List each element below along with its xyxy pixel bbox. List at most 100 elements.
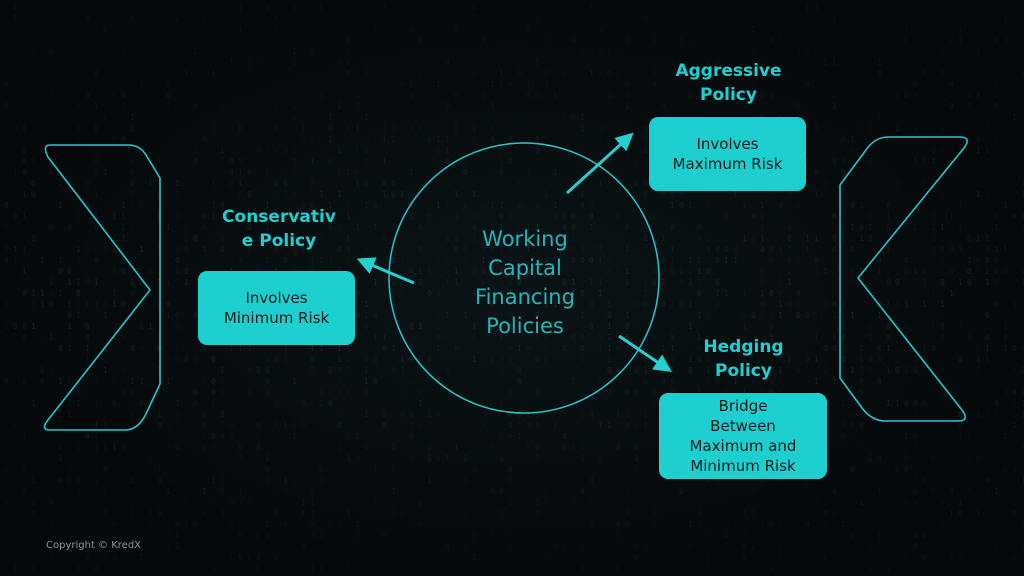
svg-text:1: 1 xyxy=(958,278,963,287)
svg-text:1: 1 xyxy=(652,245,657,254)
svg-text:0: 0 xyxy=(139,201,144,210)
svg-text:0: 0 xyxy=(67,267,72,276)
svg-text:1: 1 xyxy=(256,58,261,67)
svg-text:0: 0 xyxy=(265,388,270,397)
svg-text:0: 0 xyxy=(418,223,423,232)
svg-text:0: 0 xyxy=(598,124,603,133)
svg-text:1: 1 xyxy=(112,267,117,276)
svg-text:0: 0 xyxy=(454,91,459,100)
hedging-policy-box: Bridge Between Maximum and Minimum Risk xyxy=(659,393,827,479)
svg-text:1: 1 xyxy=(580,542,585,551)
svg-text:0: 0 xyxy=(571,256,576,265)
svg-text:0: 0 xyxy=(337,223,342,232)
svg-text:1: 1 xyxy=(85,344,90,353)
svg-text:1: 1 xyxy=(553,421,558,430)
svg-text:0: 0 xyxy=(94,564,99,573)
svg-text:1: 1 xyxy=(670,256,675,265)
svg-text:1: 1 xyxy=(391,443,396,452)
svg-text:0: 0 xyxy=(445,542,450,551)
svg-text:1: 1 xyxy=(688,322,693,331)
svg-text:1: 1 xyxy=(598,245,603,254)
svg-text:1: 1 xyxy=(319,564,324,573)
svg-text:0: 0 xyxy=(310,179,315,188)
svg-text:1: 1 xyxy=(301,124,306,133)
svg-text:0: 0 xyxy=(472,223,477,232)
svg-text:0: 0 xyxy=(913,80,918,89)
svg-text:0: 0 xyxy=(841,322,846,331)
svg-text:0: 0 xyxy=(535,388,540,397)
svg-text:0: 0 xyxy=(76,124,81,133)
svg-text:0: 0 xyxy=(796,289,801,298)
svg-text:1: 1 xyxy=(841,234,846,243)
svg-text:1: 1 xyxy=(742,388,747,397)
svg-text:1: 1 xyxy=(643,234,648,243)
svg-text:0: 0 xyxy=(103,465,108,474)
svg-text:1: 1 xyxy=(751,25,756,34)
svg-text:1: 1 xyxy=(877,531,882,540)
svg-text:0: 0 xyxy=(373,311,378,320)
svg-text:0: 0 xyxy=(445,58,450,67)
svg-text:0: 0 xyxy=(346,3,351,12)
svg-text:0: 0 xyxy=(751,311,756,320)
svg-text:0: 0 xyxy=(742,542,747,551)
svg-text:1: 1 xyxy=(832,91,837,100)
svg-text:1: 1 xyxy=(400,256,405,265)
svg-text:1: 1 xyxy=(454,443,459,452)
svg-text:1: 1 xyxy=(841,421,846,430)
svg-text:0: 0 xyxy=(220,245,225,254)
svg-text:0: 0 xyxy=(4,80,9,89)
svg-text:0: 0 xyxy=(571,498,576,507)
svg-text:1: 1 xyxy=(697,388,702,397)
svg-text:1: 1 xyxy=(859,355,864,364)
svg-text:1: 1 xyxy=(976,47,981,56)
svg-text:1: 1 xyxy=(535,289,540,298)
svg-text:0: 0 xyxy=(445,102,450,111)
svg-text:1: 1 xyxy=(94,432,99,441)
svg-text:1: 1 xyxy=(1003,333,1008,342)
svg-text:0: 0 xyxy=(913,91,918,100)
svg-text:0: 0 xyxy=(229,476,234,485)
svg-text:1: 1 xyxy=(292,476,297,485)
svg-text:0: 0 xyxy=(1012,553,1017,562)
svg-text:1: 1 xyxy=(796,47,801,56)
svg-text:0: 0 xyxy=(715,58,720,67)
svg-text:0: 0 xyxy=(625,223,630,232)
svg-text:1: 1 xyxy=(634,157,639,166)
svg-text:0: 0 xyxy=(670,223,675,232)
svg-text:0: 0 xyxy=(643,14,648,23)
svg-text:1: 1 xyxy=(1012,69,1017,78)
svg-text:1: 1 xyxy=(472,212,477,221)
svg-text:1: 1 xyxy=(958,36,963,45)
svg-text:0: 0 xyxy=(301,135,306,144)
svg-text:1: 1 xyxy=(832,564,837,573)
svg-text:1: 1 xyxy=(283,212,288,221)
svg-text:1: 1 xyxy=(454,278,459,287)
svg-text:0: 0 xyxy=(40,476,45,485)
svg-text:1: 1 xyxy=(40,300,45,309)
svg-text:0: 0 xyxy=(220,102,225,111)
svg-text:0: 0 xyxy=(4,465,9,474)
svg-text:1: 1 xyxy=(418,36,423,45)
svg-text:0: 0 xyxy=(598,69,603,78)
svg-text:0: 0 xyxy=(688,366,693,375)
svg-text:1: 1 xyxy=(1003,421,1008,430)
svg-text:0: 0 xyxy=(850,245,855,254)
svg-text:1: 1 xyxy=(364,113,369,122)
svg-text:1: 1 xyxy=(337,190,342,199)
svg-text:0: 0 xyxy=(472,267,477,276)
svg-text:1: 1 xyxy=(76,399,81,408)
svg-text:1: 1 xyxy=(130,223,135,232)
svg-text:0: 0 xyxy=(670,388,675,397)
svg-text:0: 0 xyxy=(517,201,522,210)
svg-text:1: 1 xyxy=(49,289,54,298)
svg-text:0: 0 xyxy=(67,311,72,320)
svg-text:1: 1 xyxy=(58,377,63,386)
svg-text:0: 0 xyxy=(859,421,864,430)
svg-text:0: 0 xyxy=(751,212,756,221)
svg-text:1: 1 xyxy=(76,245,81,254)
svg-text:0: 0 xyxy=(823,509,828,518)
svg-text:0: 0 xyxy=(1021,223,1024,232)
svg-text:0: 0 xyxy=(769,388,774,397)
svg-text:0: 0 xyxy=(724,69,729,78)
svg-text:0: 0 xyxy=(607,69,612,78)
